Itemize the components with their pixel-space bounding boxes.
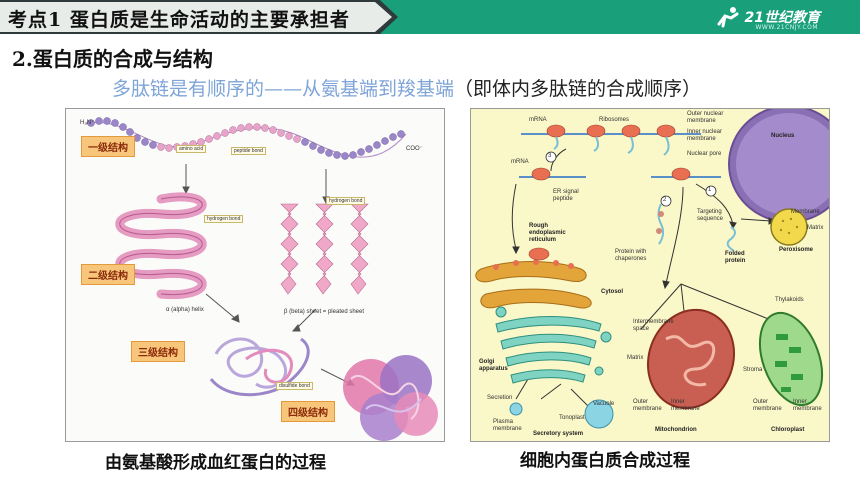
step-2-marker: 2 — [663, 197, 667, 203]
stage-label-tertiary: 三级结构 — [131, 341, 185, 362]
inner-membrane-mito-label: Inner membrane — [671, 399, 700, 412]
peptide-bond-tag: peptide bond — [231, 147, 266, 155]
inner-nuclear-membrane-label: Inner nuclear membrane — [687, 129, 723, 142]
hydrogen-bond-tag-b: hydrogen bond — [326, 197, 366, 205]
mrna-strand-middle — [519, 167, 721, 181]
beta-sheet — [280, 203, 369, 295]
stage-label-secondary: 二级结构 — [81, 264, 135, 285]
cell-protein-synthesis-figure: 3 2 1 mRNA Ribosomes Outer nuclear membr… — [470, 108, 830, 442]
protein-with-chaperones-label: Protein with chaperones — [615, 249, 647, 262]
matrix-perox-label: Matrix — [807, 225, 824, 231]
quaternary-structure — [343, 355, 438, 441]
brand-logo: 21世纪教育 — [715, 4, 820, 30]
pathway-arrows — [511, 148, 785, 410]
intermembrane-space-label: Intermembrane space — [633, 319, 674, 332]
logo-text: 21世纪教育 — [744, 10, 820, 26]
runner-logo-icon — [717, 7, 739, 28]
golgi-label: Golgi apparatus — [479, 359, 508, 372]
chloroplast-shape — [758, 311, 824, 407]
cell-illustration — [475, 109, 829, 429]
secretion-label: Secretion — [487, 395, 513, 401]
cytosol-label: Cytosol — [601, 289, 624, 295]
rough-er-label: Rough endoplasmic reticulum — [529, 223, 566, 243]
golgi-shape — [495, 306, 612, 384]
chaperone-proteins — [656, 203, 736, 252]
n-terminus-label: H₃N⁺ — [80, 120, 95, 126]
vacuole-shape — [584, 399, 614, 429]
vacuole-label: Vacuole — [593, 401, 615, 407]
peroxisome-label: Peroxisome — [779, 247, 814, 253]
alpha-helix — [115, 192, 207, 300]
nucleus-label: Nucleus — [771, 133, 795, 139]
stage-label-quaternary: 四级结构 — [281, 401, 335, 422]
nuclear-pore-label: Nuclear pore — [687, 151, 722, 157]
inner-membrane-chloro-label: Inner membrane — [793, 399, 822, 412]
page-title: 考点1 蛋白质是生命活动的主要承担者 — [8, 9, 350, 31]
mitochondrion-shape — [646, 308, 736, 410]
primary-chain — [85, 117, 407, 160]
title-tab: 考点1 蛋白质是生命活动的主要承担者 — [0, 0, 400, 34]
step-markers — [545, 151, 717, 207]
folded-protein-label: Folded protein — [725, 251, 746, 264]
beta-sheet-label: β (beta) sheet = pleated sheet — [284, 309, 365, 315]
alpha-helix-label: α (alpha) helix — [166, 307, 204, 313]
outer-nuclear-membrane-label: Outer nuclear membrane — [687, 111, 724, 124]
hydrogen-bond-tag-a: hydrogen bond — [204, 215, 244, 223]
targeting-sequence-label: Targeting sequence — [697, 209, 724, 222]
mrna-top-label: mRNA — [529, 117, 547, 123]
left-figure-caption: 由氨基酸形成血红蛋白的过程 — [105, 453, 326, 473]
c-terminus-label: COO⁻ — [406, 146, 423, 152]
rough-er-shape — [475, 247, 592, 309]
thylakoids-label: Thylakoids — [775, 297, 804, 303]
outer-membrane-chloro-label: Outer membrane — [753, 399, 782, 412]
subtitle-note: （即体内多肽链的合成顺序） — [454, 78, 702, 100]
matrix-mito-label: Matrix — [627, 355, 644, 361]
outer-membrane-mito-label: Outer membrane — [633, 399, 662, 412]
ribosomes-label: Ribosomes — [599, 117, 630, 123]
title-tab-shape — [0, 0, 398, 34]
stage-label-primary: 一级结构 — [81, 136, 135, 157]
step-3-marker: 3 — [548, 153, 552, 159]
logo-url: WWW.21CNJY.COM — [755, 24, 818, 31]
disulfide-bond-tag: disulfide bond — [276, 382, 313, 390]
mitochondrion-label: Mitochondrion — [655, 427, 697, 433]
chloroplast-label: Chloroplast — [771, 427, 805, 433]
nucleus-shape — [728, 109, 829, 223]
membrane-label: Membrane — [791, 209, 820, 215]
section-heading: 2.蛋白质的合成与结构 — [12, 47, 213, 71]
tonoplast-label: Tonoplast — [559, 415, 585, 421]
subtitle: 多肽链是有顺序的——从氨基端到羧基端（即体内多肽链的合成顺序） — [112, 74, 701, 101]
mrna-left-label: mRNA — [511, 159, 529, 165]
step-1-marker: 1 — [708, 187, 712, 193]
er-signal-peptide-label: ER signal peptide — [553, 189, 579, 202]
header-bar: 考点1 蛋白质是生命活动的主要承担者 21世纪教育 WWW.21CNJY.COM — [0, 0, 860, 34]
mrna-strand-top — [521, 124, 701, 156]
stroma-label: Stroma — [743, 367, 763, 373]
right-figure-caption: 细胞内蛋白质合成过程 — [520, 451, 690, 471]
secretion-vesicle — [509, 402, 523, 416]
peroxisome-shape — [770, 208, 808, 246]
protein-structure-illustration — [85, 117, 438, 441]
secretory-system-label: Secretory system — [533, 431, 584, 437]
plasma-membrane-label: Plasma membrane — [493, 419, 522, 432]
subtitle-highlight: 多肽链是有顺序的——从氨基端到羧基端 — [112, 78, 455, 100]
amino-acid-tag: amino acid — [176, 145, 207, 153]
protein-structure-figure: H₃N⁺ COO⁻ amino acid peptide bond hydrog… — [65, 108, 445, 442]
